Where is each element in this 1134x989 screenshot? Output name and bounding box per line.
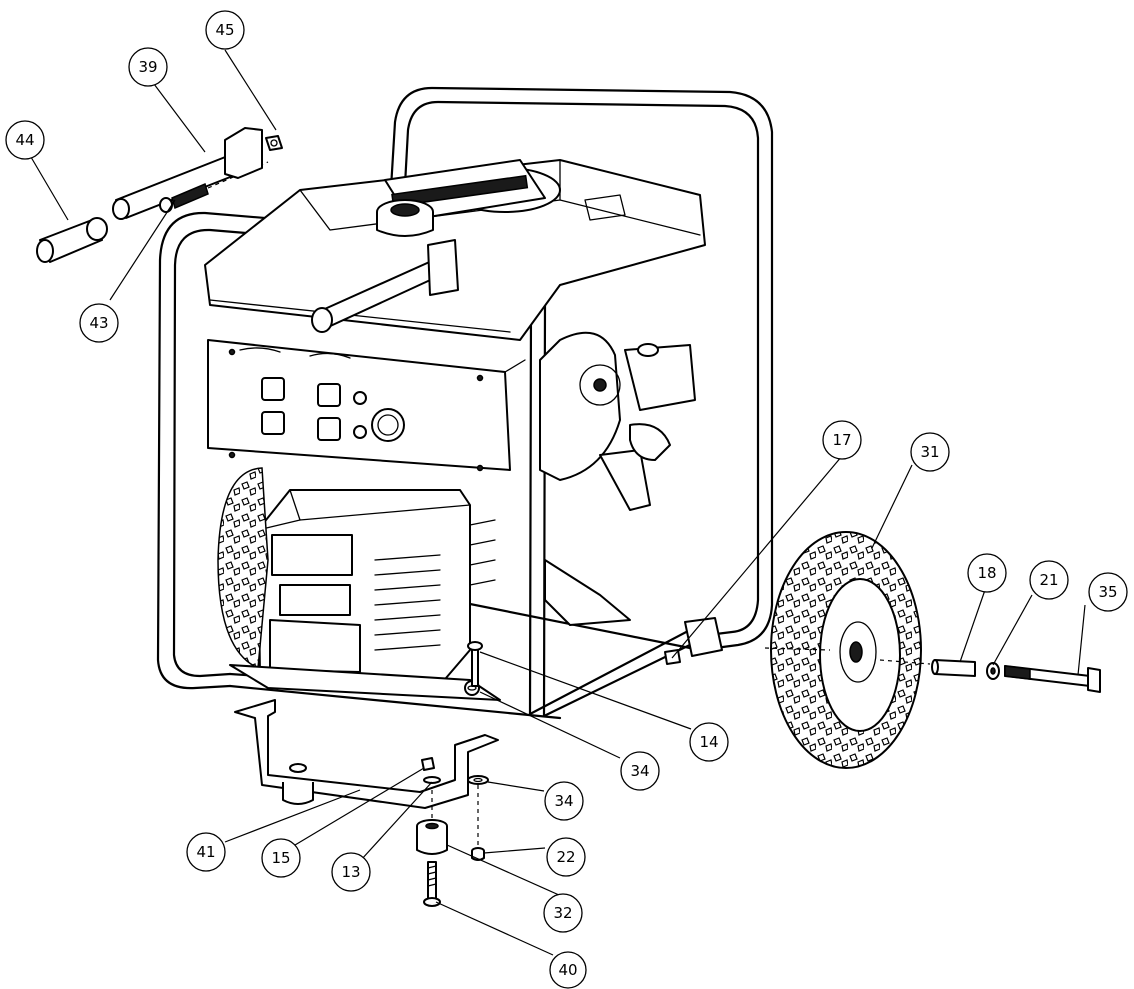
svg-text:39: 39 — [138, 58, 157, 76]
detached-handle-parts — [36, 127, 283, 263]
callout-40: 40 — [549, 951, 587, 989]
rear-wheel-background — [217, 467, 269, 670]
svg-text:40: 40 — [558, 961, 577, 979]
callout-22: 22 — [546, 837, 586, 877]
callout-31: 31 — [910, 432, 950, 472]
callout-39: 39 — [128, 47, 168, 87]
axle-hardware — [931, 659, 1101, 693]
alternator — [257, 489, 496, 686]
svg-text:45: 45 — [215, 21, 234, 39]
callout-13: 13 — [331, 852, 371, 892]
svg-text:14: 14 — [699, 733, 718, 751]
svg-text:22: 22 — [556, 848, 575, 866]
outlet-group — [261, 377, 405, 442]
svg-text:15: 15 — [271, 849, 290, 867]
leader-lines — [27, 49, 1086, 956]
svg-text:34: 34 — [554, 792, 573, 810]
svg-text:17: 17 — [832, 431, 851, 449]
wheel-tire — [764, 531, 931, 769]
callout-18: 18 — [967, 553, 1007, 593]
engine-block — [539, 331, 696, 626]
svg-text:43: 43 — [89, 314, 108, 332]
callout-45: 45 — [205, 10, 245, 50]
svg-text:18: 18 — [977, 564, 996, 582]
callout-43: 43 — [79, 303, 119, 343]
callouts: 45 39 44 43 17 31 18 21 — [5, 10, 1128, 989]
svg-text:31: 31 — [920, 443, 939, 461]
base-plate — [229, 664, 501, 701]
callout-14: 14 — [689, 722, 729, 762]
callout-35: 35 — [1088, 572, 1128, 612]
callout-41: 41 — [186, 832, 226, 872]
svg-text:44: 44 — [15, 131, 34, 149]
mount-bracket — [234, 699, 499, 809]
svg-text:32: 32 — [553, 904, 572, 922]
callout-34-lower: 34 — [544, 781, 584, 821]
svg-text:41: 41 — [196, 843, 215, 861]
callout-15: 15 — [261, 838, 301, 878]
callout-34-upper: 34 — [620, 751, 660, 791]
svg-text:34: 34 — [630, 762, 649, 780]
handle-assembly — [311, 239, 459, 333]
svg-text:35: 35 — [1098, 583, 1117, 601]
callout-32: 32 — [543, 893, 583, 933]
hardware — [416, 617, 723, 907]
control-panel — [207, 339, 526, 472]
svg-text:21: 21 — [1039, 571, 1058, 589]
svg-text:13: 13 — [341, 863, 360, 881]
callout-44: 44 — [5, 120, 45, 160]
callout-17: 17 — [822, 420, 862, 460]
callout-21: 21 — [1029, 560, 1069, 600]
